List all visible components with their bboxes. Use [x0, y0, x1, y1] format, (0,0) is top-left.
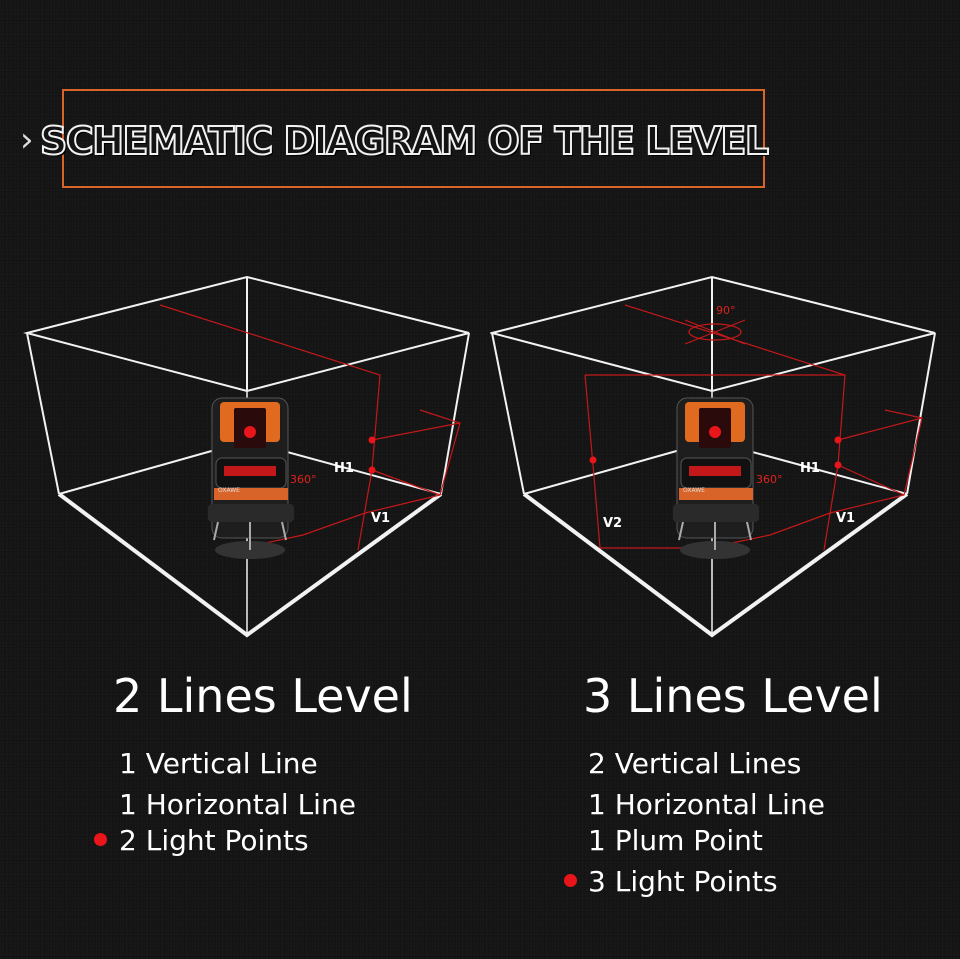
h1-label: H1 [800, 461, 820, 476]
feature-item: 1 Vertical Line [119, 747, 318, 780]
light-point [368, 436, 376, 444]
feature-item: 2 Light Points [119, 824, 309, 857]
red-dot-icon [94, 833, 107, 846]
h1-label: H1 [334, 461, 354, 476]
level-title-3-lines: 3 Lines Level [583, 669, 883, 723]
feature-item: 1 Horizontal Line [588, 788, 825, 821]
feature-item: 2 Vertical Lines [588, 747, 802, 780]
laser-level-device: OXAWE [208, 397, 294, 559]
brand-label: OXAWE [683, 487, 705, 494]
laser-level-device: OXAWE [673, 397, 759, 559]
v1-label: V1 [371, 511, 390, 526]
laser-lines [159, 304, 461, 551]
feature-item: 3 Light Points [588, 865, 778, 898]
feature-item: 1 Plum Point [588, 824, 763, 857]
angle-label: 360° [756, 473, 783, 486]
two-lines-diagram: OXAWE H1 V1 360° [23, 275, 470, 638]
red-dot-icon [564, 874, 577, 887]
chevron-right-icon: › [20, 120, 34, 160]
page-title: SCHEMATIC DIAGRAM OF THE LEVEL [39, 118, 770, 164]
top-angle-label: 90° [716, 304, 736, 317]
light-point [834, 436, 842, 444]
title-frame [62, 89, 765, 188]
light-point [589, 456, 597, 464]
level-title-2-lines: 2 Lines Level [113, 669, 413, 723]
v1-label: V1 [836, 511, 855, 526]
feature-item: 1 Horizontal Line [119, 788, 356, 821]
brand-label: OXAWE [218, 487, 240, 494]
three-lines-diagram: OXAWE H1 V1 V2 360° 90° [490, 275, 936, 638]
angle-label: 360° [290, 473, 317, 486]
light-point [368, 466, 376, 474]
v2-label: V2 [603, 516, 622, 531]
light-point [834, 461, 842, 469]
